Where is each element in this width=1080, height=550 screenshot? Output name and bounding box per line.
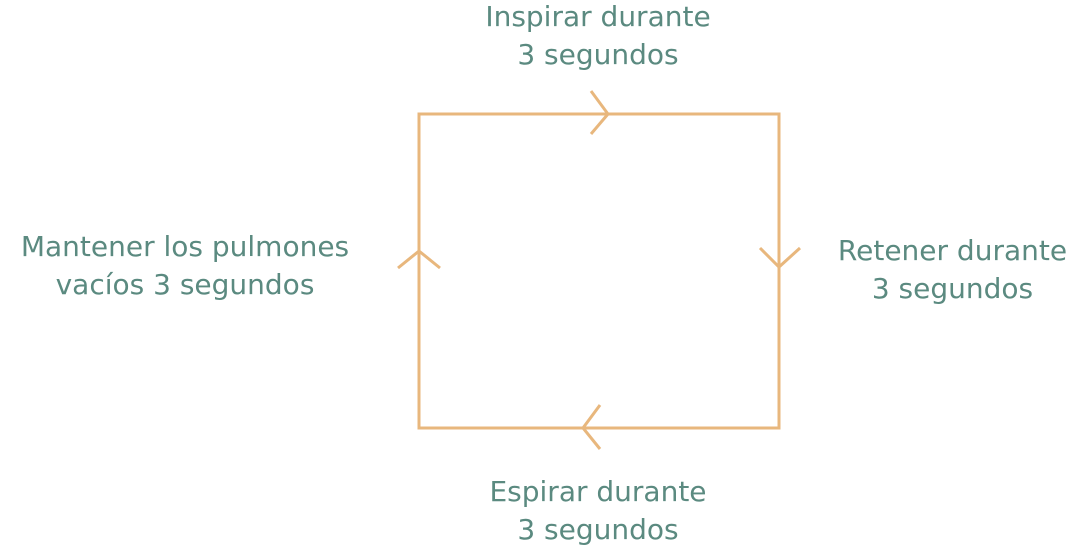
arrow-right-icon — [589, 90, 610, 135]
arrow-left-icon — [581, 404, 602, 450]
label-exhale: Espirar durante 3 segundos — [489, 475, 707, 546]
label-hold-empty: Mantener los pulmones vacíos 3 segundos — [20, 230, 350, 301]
label-inhale: Inspirar durante 3 segundos — [485, 0, 711, 71]
arrow-down-icon — [758, 246, 802, 270]
breathing-square — [417, 112, 781, 430]
label-hold: Retener durante 3 segundos — [837, 234, 1068, 305]
arrow-up-icon — [397, 249, 441, 270]
